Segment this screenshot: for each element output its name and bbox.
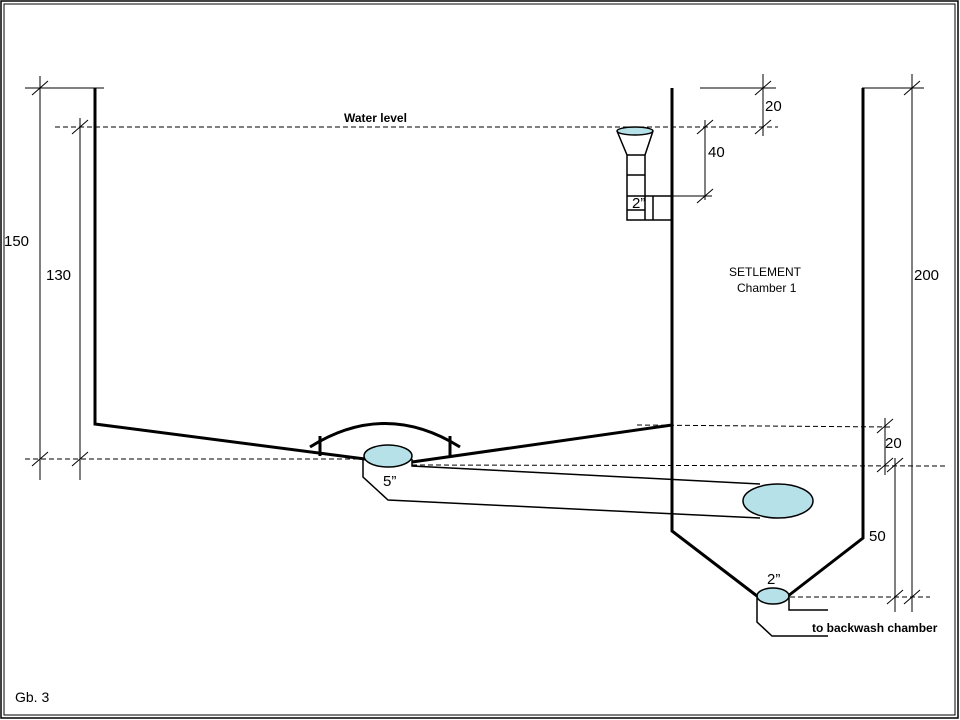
main-tank: [93, 88, 673, 464]
funnel-top-water: [616, 126, 654, 136]
dim-200-label: 200: [914, 267, 939, 284]
dim-20-mid-label: 20: [885, 435, 902, 452]
main-outlet-pipe: [363, 444, 413, 468]
funnel-top-line: [636, 424, 893, 428]
backwash-pipe: [756, 596, 828, 637]
main-outlet-size-label: 5”: [383, 473, 396, 490]
right-pipe-level-line: [411, 464, 946, 467]
overflow-funnel: [616, 126, 672, 221]
water-level-label: Water level: [344, 111, 407, 125]
pipe-baffle: [309, 422, 461, 456]
backwash-label: to backwash chamber: [812, 621, 938, 635]
inner-border: [3, 3, 956, 716]
settlement-left-wall: [670, 88, 758, 598]
settlement-right-wall: [787, 88, 865, 598]
top-outlet-size-label: 2”: [632, 195, 645, 212]
bottom-outlet-pipe: [756, 587, 790, 605]
main-tank-left-wall: [93, 88, 366, 461]
settlement-chamber: [670, 88, 865, 598]
bottom-outlet-size-label: 2”: [767, 571, 780, 588]
connecting-pipe: [362, 459, 761, 519]
dimension-lines: [25, 74, 924, 612]
settlement-inlet-pipe: [742, 483, 814, 519]
dim-150-label: 150: [4, 233, 29, 250]
figure-label: Gb. 3: [15, 689, 49, 705]
dashed-reference-lines: [25, 126, 946, 598]
main-tank-right-slope: [411, 423, 673, 464]
pipe-openings: [363, 444, 814, 605]
dim-40-label: 40: [708, 144, 725, 161]
dim-20-top-label: 20: [765, 98, 782, 115]
dim-130-label: 130: [46, 267, 71, 284]
settlement-label-line1: SETLEMENT: [729, 265, 802, 279]
settlement-label-line2: Chamber 1: [737, 281, 797, 295]
dim-50-label: 50: [869, 528, 886, 545]
